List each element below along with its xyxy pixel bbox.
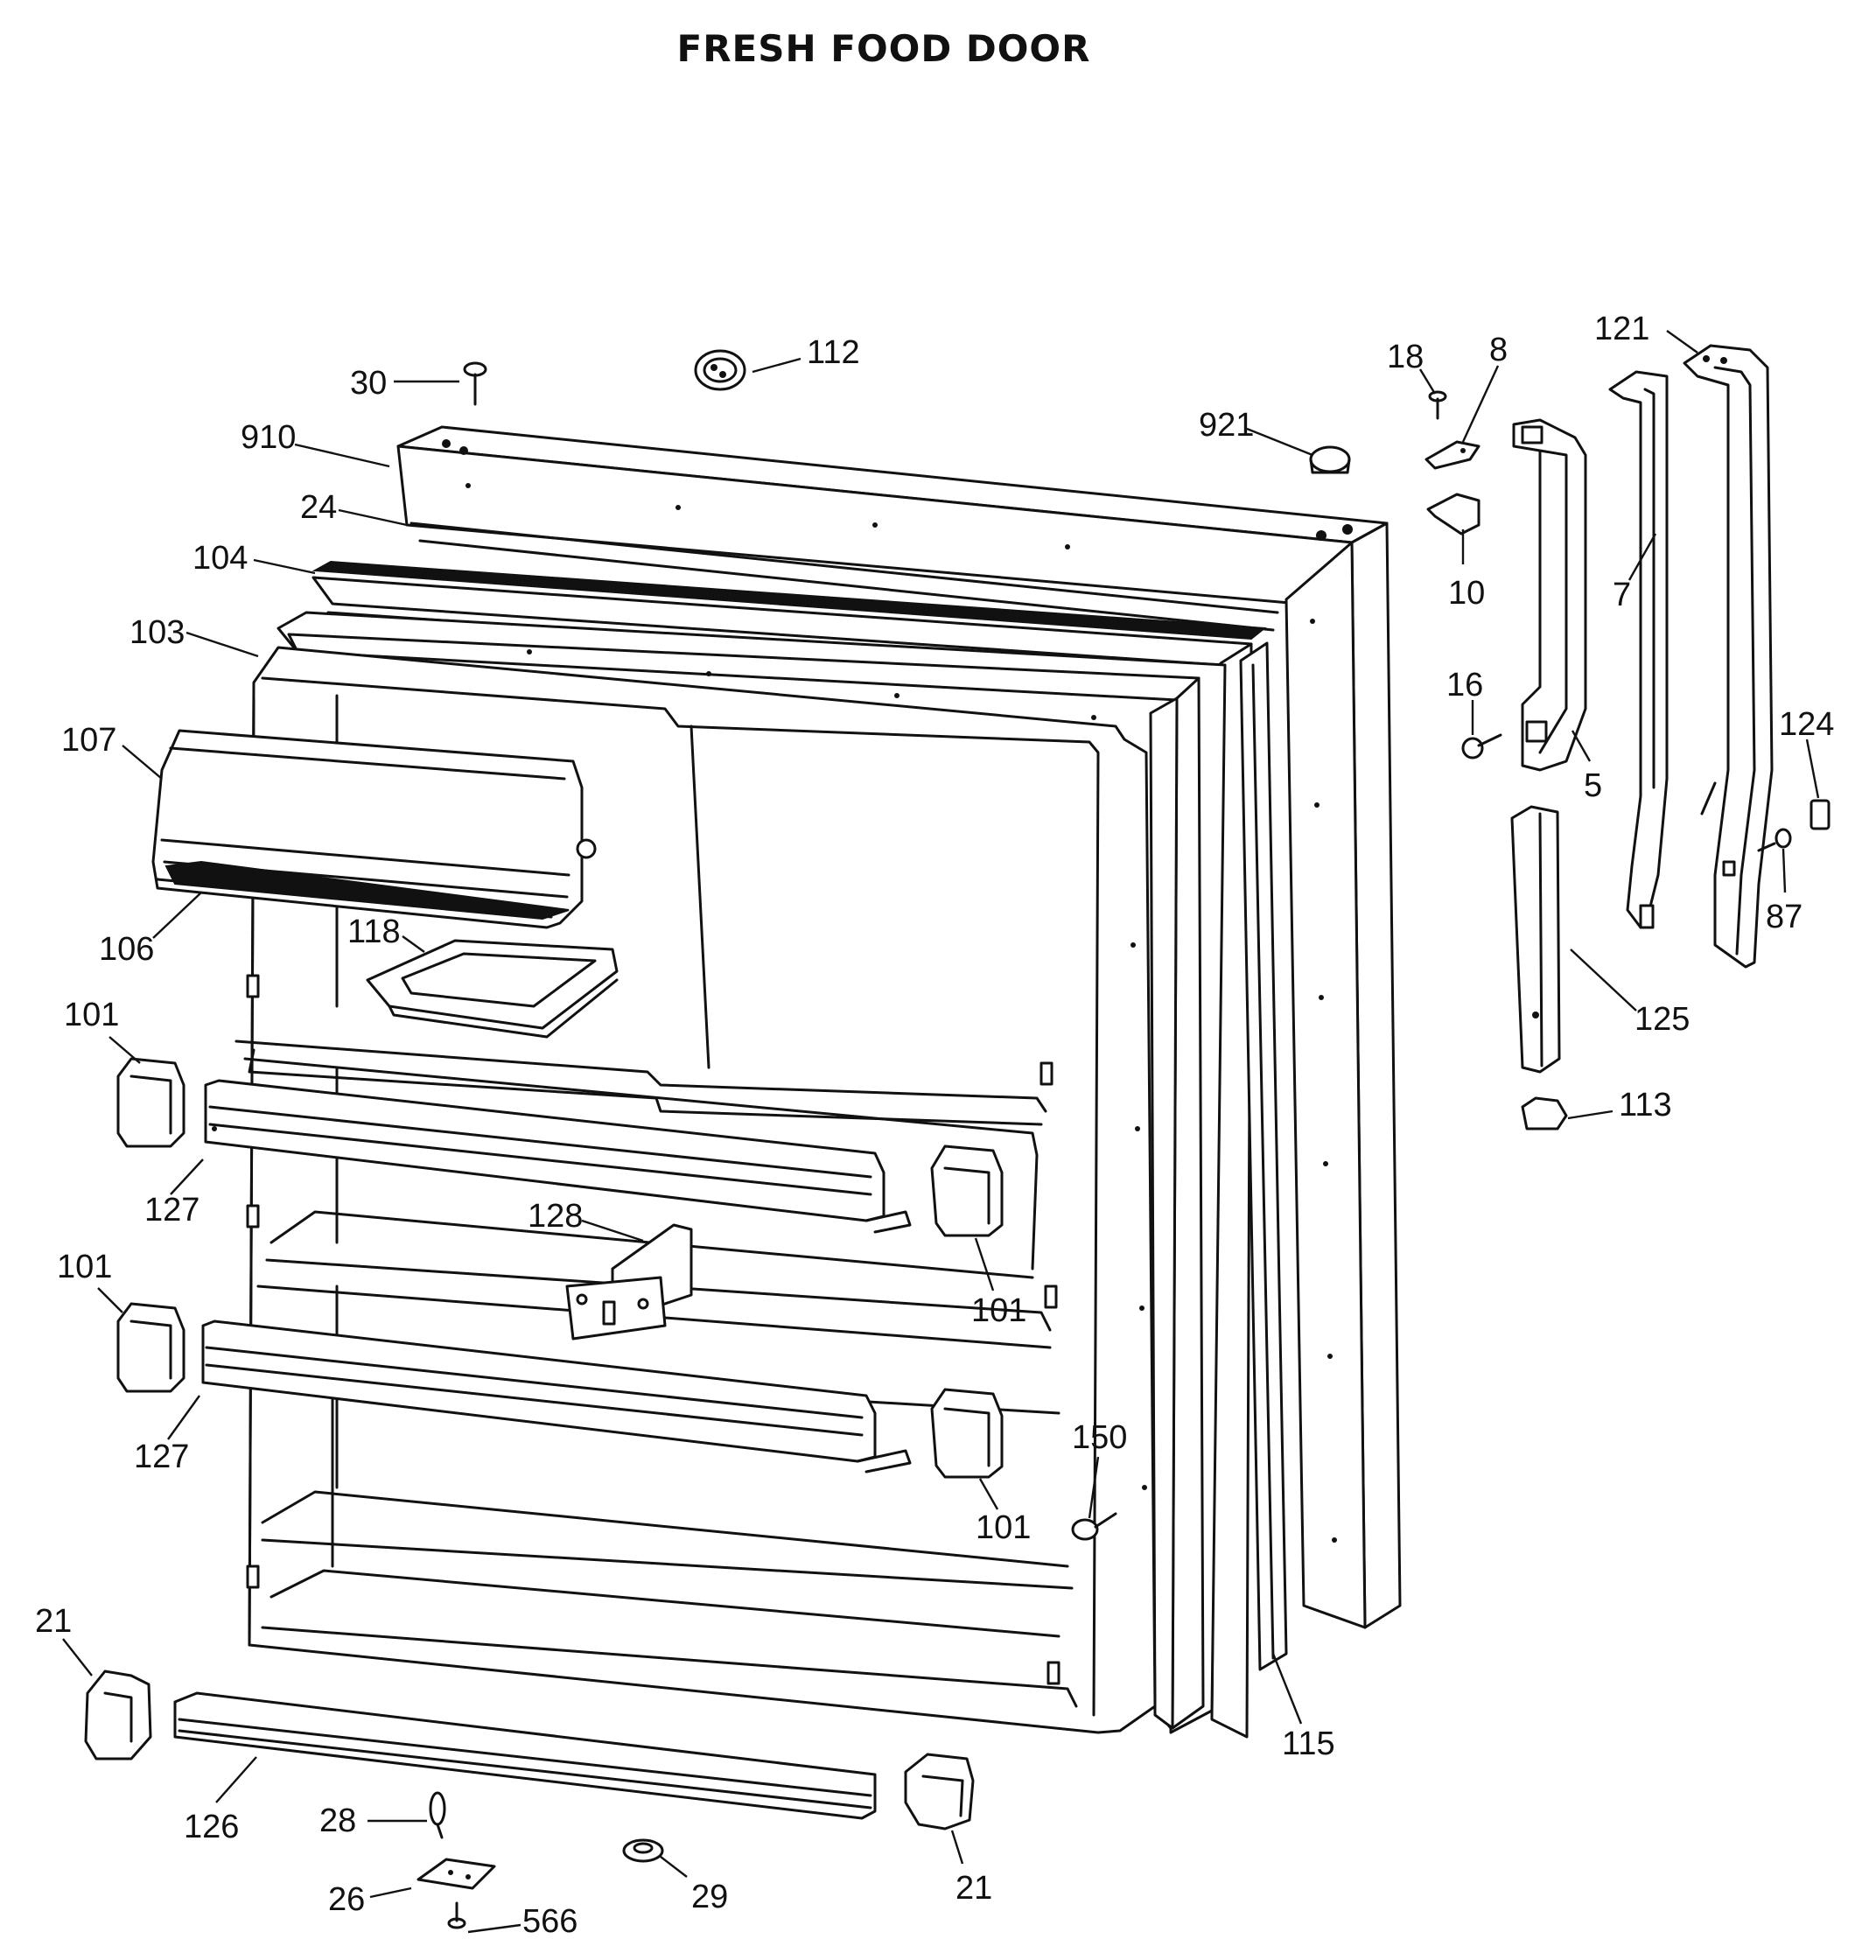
plate-26 [416, 1858, 496, 1890]
callout-128: 128 [528, 1198, 583, 1235]
callout-101-left-upper: 101 [64, 997, 119, 1033]
callout-118: 118 [347, 914, 401, 950]
callout-29: 29 [691, 1879, 728, 1915]
shelf-bar-lower [201, 1320, 912, 1474]
callout-124: 124 [1779, 706, 1834, 743]
end-cap-right-upper [930, 1144, 1004, 1237]
callout-30: 30 [350, 365, 387, 402]
mount-125 [1510, 805, 1561, 1074]
screw-566 [447, 1901, 466, 1929]
screw-87 [1757, 828, 1792, 852]
callout-21-left: 21 [35, 1603, 72, 1640]
cap-124 [1810, 799, 1830, 830]
callout-107: 107 [61, 722, 116, 759]
callout-115: 115 [1282, 1726, 1335, 1762]
callout-labels: 30 112 910 24 104 103 107 106 118 101 12… [35, 311, 1834, 1940]
callout-24: 24 [300, 489, 337, 526]
diagram-title: FRESH FOOD DOOR [677, 27, 1091, 70]
end-cap-right-lower [930, 1388, 1004, 1479]
callout-125: 125 [1634, 1001, 1690, 1038]
screw-18 [1428, 390, 1447, 420]
callout-126: 126 [184, 1809, 239, 1845]
gasket-strip [1239, 641, 1288, 1671]
callout-18: 18 [1387, 339, 1424, 375]
callout-101-left-lower: 101 [57, 1249, 112, 1285]
callout-921: 921 [1199, 407, 1254, 444]
callout-112: 112 [807, 334, 860, 371]
screw-30 [463, 361, 487, 406]
block-113 [1521, 1096, 1568, 1130]
callout-150: 150 [1072, 1419, 1127, 1456]
callout-26: 26 [328, 1881, 365, 1918]
callout-566: 566 [522, 1903, 578, 1940]
callout-101-right-upper: 101 [971, 1292, 1026, 1329]
callout-103: 103 [130, 614, 185, 651]
handle-5 [1512, 418, 1587, 772]
hinge-right [904, 1753, 975, 1830]
leader-lines [62, 330, 1820, 1934]
callout-106: 106 [99, 931, 154, 968]
bracket-8 [1424, 440, 1480, 470]
callout-127-upper: 127 [144, 1192, 200, 1228]
callout-121: 121 [1594, 311, 1649, 347]
hinge-left [84, 1670, 152, 1760]
callout-910: 910 [241, 419, 296, 456]
plug-112 [694, 349, 746, 391]
callout-87: 87 [1766, 899, 1802, 935]
screw-16 [1461, 733, 1502, 760]
callout-16: 16 [1446, 667, 1483, 704]
callout-7: 7 [1613, 577, 1631, 613]
bottom-trim [173, 1691, 877, 1820]
pin-28 [429, 1791, 446, 1839]
plug-921 [1309, 445, 1351, 474]
end-cap-left-lower [116, 1302, 186, 1393]
callout-10: 10 [1448, 575, 1485, 612]
callout-113: 113 [1619, 1087, 1672, 1124]
callout-127-lower: 127 [134, 1438, 189, 1475]
handle-bracket-121 [1683, 344, 1774, 969]
callout-8: 8 [1489, 332, 1508, 368]
callout-5: 5 [1584, 767, 1602, 804]
callout-28: 28 [319, 1802, 356, 1839]
grommet-29 [622, 1838, 664, 1863]
end-cap-left-upper [116, 1057, 186, 1148]
cap-10 [1426, 493, 1480, 536]
callout-104: 104 [192, 540, 248, 577]
handle-bracket-7 [1608, 370, 1669, 929]
outer-door-panel [396, 425, 1402, 1629]
dairy-door [151, 729, 597, 929]
divider [565, 1223, 693, 1340]
screw-150 [1071, 1512, 1117, 1541]
shelf-bar-upper [204, 1079, 912, 1234]
callout-21-right: 21 [956, 1870, 992, 1907]
callout-101-right-lower: 101 [976, 1509, 1031, 1546]
butter-compartment [366, 939, 619, 1039]
